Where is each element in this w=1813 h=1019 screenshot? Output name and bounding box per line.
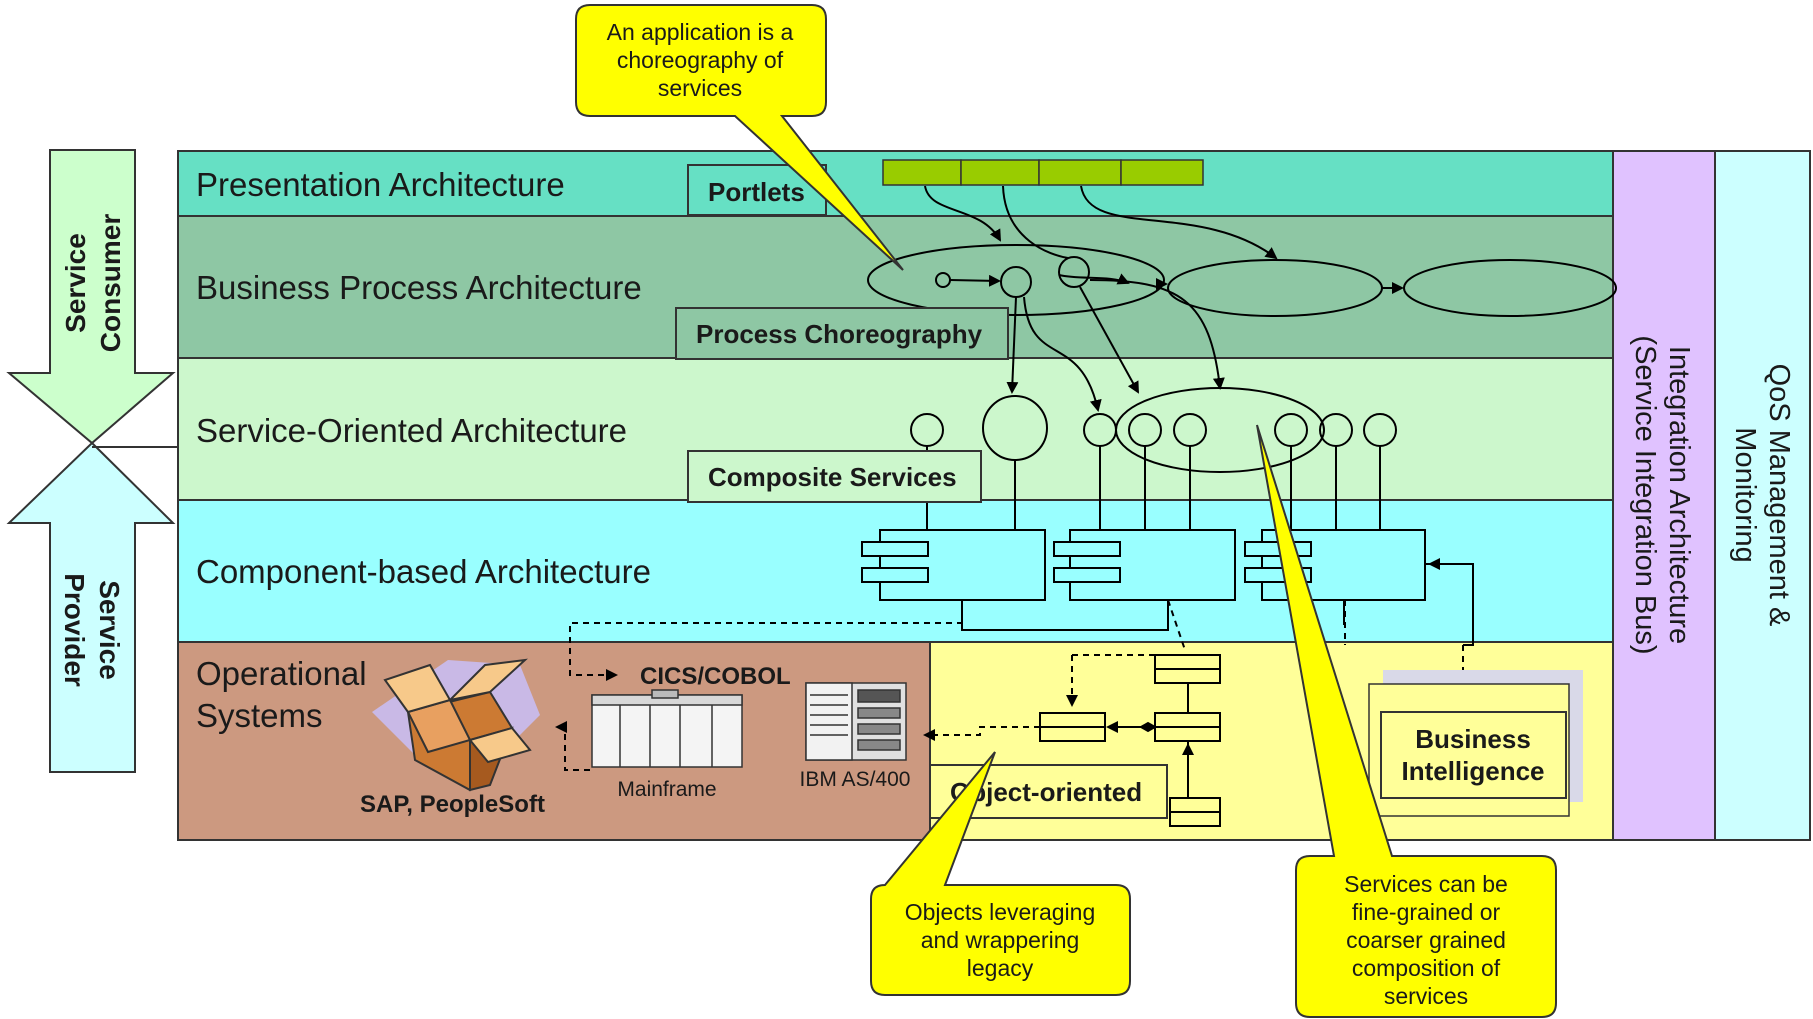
- callout-services-line-1: Services can be: [1344, 871, 1508, 897]
- operational-layer-title-1: Operational: [196, 655, 367, 692]
- process-flow: [867, 185, 1617, 412]
- qos-label-2: Monitoring: [1729, 427, 1761, 562]
- process-ellipse-3: [1403, 259, 1617, 317]
- composite-services-box: Composite Services: [687, 450, 982, 503]
- process-choreography-label: Process Choreography: [696, 319, 983, 349]
- callout-application-line-3: services: [658, 75, 742, 101]
- integration-label-2: (Service Integration Bus): [1629, 335, 1661, 654]
- component-boxes: [861, 529, 1426, 601]
- portlet-3: [1038, 159, 1122, 186]
- integration-label-1: Integration Architecture: [1663, 346, 1695, 644]
- service-provider-label-1: Service: [94, 580, 125, 680]
- portlet-bar: [882, 159, 1204, 186]
- service-nodes: [910, 387, 1397, 530]
- business-intelligence-label-2: Intelligence: [1401, 756, 1544, 786]
- service-provider-arrow: Service Provider: [6, 441, 178, 773]
- integration-architecture-bar: Integration Architecture (Service Integr…: [1612, 150, 1716, 841]
- portlet-2: [960, 159, 1040, 186]
- callout-services-line-5: services: [1384, 983, 1468, 1009]
- service-consumer-arrow: Service Consumer: [6, 149, 176, 445]
- callout-services-line-3: coarser grained: [1346, 927, 1506, 953]
- business-intelligence-label-1: Business: [1415, 724, 1531, 754]
- service-consumer-label-2: Consumer: [95, 214, 126, 353]
- callout-services: Services can be fine-grained or coarser …: [1256, 424, 1557, 1018]
- object-classes: [1039, 654, 1221, 827]
- component-2: [1069, 529, 1236, 601]
- presentation-layer-title: Presentation Architecture: [196, 166, 565, 203]
- callout-objects-line-2: and wrappering: [921, 927, 1080, 953]
- callout-objects-line-3: legacy: [967, 955, 1034, 981]
- mainframe-label: Mainframe: [617, 778, 716, 801]
- callout-services-line-4: composition of: [1352, 955, 1501, 981]
- qos-label-1: QoS Management &: [1763, 364, 1795, 627]
- component-layer-title: Component-based Architecture: [196, 553, 651, 590]
- portlet-1: [882, 159, 962, 186]
- callout-objects: Objects leveraging and wrappering legacy: [870, 751, 1131, 996]
- mainframe-icon: [591, 689, 743, 768]
- callout-objects-line-1: Objects leveraging: [905, 899, 1096, 925]
- cics-cobol-label: CICS/COBOL: [640, 663, 791, 690]
- service-consumer-label-1: Service: [60, 233, 91, 333]
- callout-application: An application is a choreography of serv…: [575, 4, 904, 271]
- portlet-4: [1120, 159, 1204, 186]
- operational-layer-title-2: Systems: [196, 697, 323, 734]
- callout-application-line-1: An application is a: [607, 19, 794, 45]
- sap-peoplesoft-label: SAP, PeopleSoft: [360, 791, 545, 818]
- business-process-layer-title: Business Process Architecture: [196, 269, 642, 306]
- business-intelligence-box: Business Intelligence: [1368, 670, 1583, 817]
- process-choreography-box: Process Choreography: [675, 307, 1009, 360]
- sap-box-icon: [372, 658, 540, 792]
- as400-label: IBM AS/400: [800, 768, 911, 791]
- component-1: [879, 529, 1046, 601]
- callout-services-line-2: fine-grained or: [1352, 899, 1501, 925]
- callout-application-line-2: choreography of: [617, 47, 784, 73]
- qos-bar: QoS Management & Monitoring: [1714, 150, 1811, 841]
- portlets-label: Portlets: [708, 177, 805, 207]
- dashed-connectors: [555, 599, 1469, 771]
- soa-layer-title: Service-Oriented Architecture: [196, 412, 627, 449]
- as400-icon: [805, 682, 907, 761]
- composite-services-label: Composite Services: [708, 462, 957, 492]
- service-provider-label-2: Provider: [59, 573, 90, 687]
